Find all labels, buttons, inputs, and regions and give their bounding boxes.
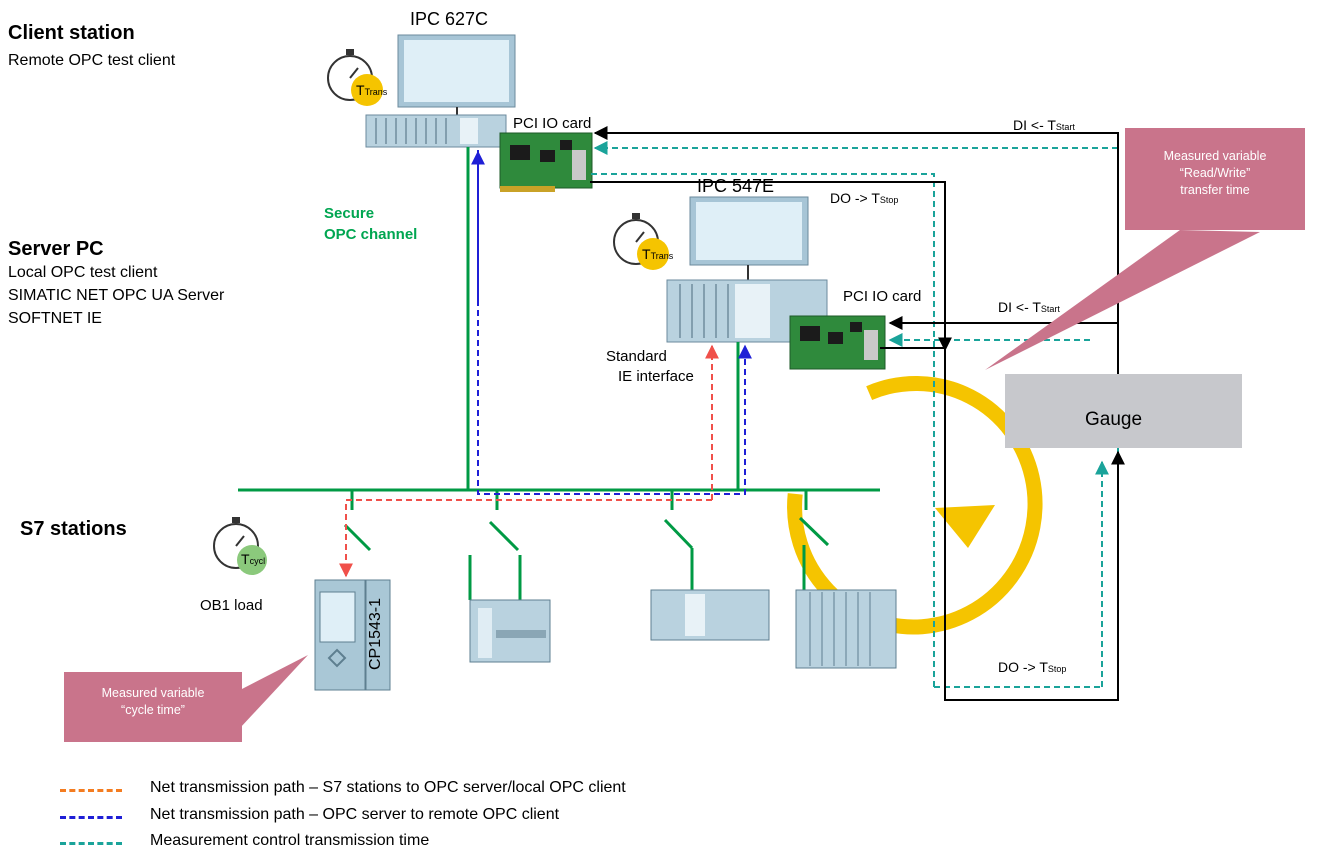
server-line-2: SIMATIC NET OPC UA Server bbox=[8, 287, 225, 304]
pci-card-client bbox=[499, 132, 593, 192]
s7-300-station bbox=[650, 589, 770, 641]
client-station-heading: Client station bbox=[8, 22, 135, 44]
server-pci-label: PCI IO card bbox=[843, 288, 922, 305]
legend-dash-teal bbox=[60, 842, 122, 845]
do-stop-top-label: DO -> TStop bbox=[830, 190, 899, 206]
stopwatch-icon bbox=[613, 213, 669, 270]
interface-label-1: Standard bbox=[606, 348, 667, 365]
timer-trans-server: TTrans bbox=[642, 246, 674, 262]
server-line-3: SOFTNET IE bbox=[8, 310, 102, 327]
cycle-callout-line-2: “cycle time” bbox=[121, 703, 185, 717]
pci-card-server bbox=[789, 315, 886, 370]
callout-pointer-cycle bbox=[240, 655, 308, 728]
ipc-627c-label: IPC 627C bbox=[410, 9, 489, 29]
legend-text-1: Net transmission path – S7 stations to O… bbox=[150, 779, 626, 796]
secure-channel-label-2: OPC channel bbox=[324, 226, 418, 243]
gauge-label: Gauge bbox=[1085, 409, 1143, 430]
red-path bbox=[339, 344, 719, 578]
cycle-callout: Measured variable “cycle time” bbox=[64, 672, 242, 742]
ipc-627c bbox=[365, 34, 516, 148]
s7-1200-station bbox=[469, 599, 551, 663]
do-stop-bottom-label: DO -> TStop bbox=[998, 659, 1067, 675]
timer-trans-client: TTrans bbox=[356, 82, 388, 98]
cp1543-label: CP1543-1 bbox=[367, 597, 385, 671]
server-pc-heading: Server PC bbox=[8, 238, 104, 260]
s7-stations-heading: S7 stations bbox=[20, 518, 127, 540]
cycle-arrow bbox=[787, 376, 1043, 635]
client-station-subtitle: Remote OPC test client bbox=[8, 52, 176, 69]
callout-pointer-readwrite bbox=[985, 230, 1260, 370]
timer-cycl: Tcycl bbox=[241, 551, 266, 567]
secure-channel-label-1: Secure bbox=[324, 205, 375, 222]
di-start-mid-label: DI <- TStart bbox=[998, 299, 1060, 315]
legend-text-2: Net transmission path – OPC server to re… bbox=[150, 806, 560, 823]
stopwatch-icon bbox=[327, 49, 383, 106]
teal-path bbox=[590, 141, 1119, 688]
interface-label-2: IE interface bbox=[618, 368, 694, 385]
ipc-547e bbox=[666, 196, 828, 343]
legend-dash-blue bbox=[60, 816, 122, 819]
client-pci-label: PCI IO card bbox=[513, 115, 592, 132]
stopwatch-icon bbox=[213, 517, 267, 575]
gauge-box bbox=[1005, 374, 1242, 448]
legend-text-3: Measurement control transmission time bbox=[150, 832, 430, 849]
ipc-547e-label: IPC 547E bbox=[697, 176, 775, 196]
readwrite-callout-line-1: Measured variable bbox=[1163, 149, 1267, 163]
server-line-1: Local OPC test client bbox=[8, 264, 158, 281]
cycle-callout-line-1: Measured variable bbox=[101, 686, 205, 700]
ob1-load-label: OB1 load bbox=[200, 597, 263, 614]
s7-1500-station bbox=[314, 579, 391, 691]
et200-station bbox=[795, 589, 897, 669]
di-start-top-label: DI <- TStart bbox=[1013, 117, 1075, 133]
blue-path bbox=[471, 150, 752, 495]
legend-dash-orange bbox=[60, 789, 122, 792]
readwrite-callout-line-3: transfer time bbox=[1180, 183, 1250, 197]
readwrite-callout: Measured variable “Read/Write” transfer … bbox=[1125, 128, 1305, 230]
readwrite-callout-line-2: “Read/Write” bbox=[1179, 166, 1251, 180]
